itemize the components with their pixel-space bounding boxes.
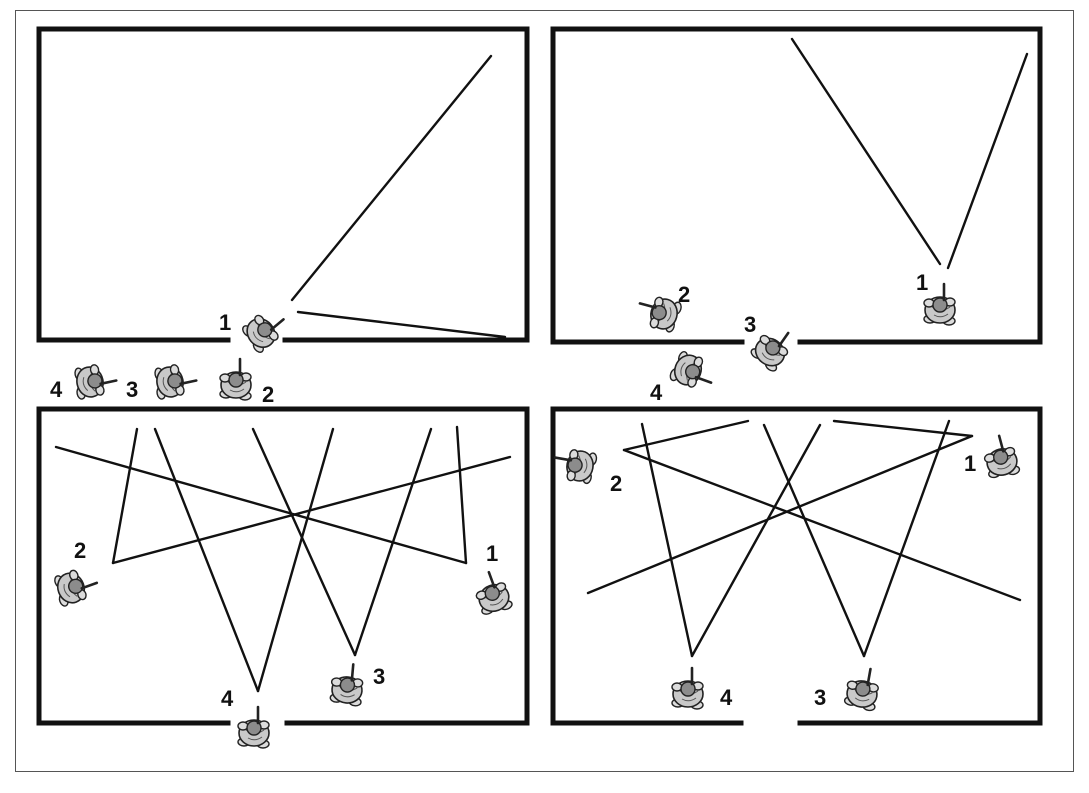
soldier-icon <box>670 666 705 711</box>
sector-of-fire-line <box>251 427 357 657</box>
sector-of-fire-line <box>622 448 1022 602</box>
soldier-icon <box>70 359 120 402</box>
sector-of-fire-line <box>832 419 974 438</box>
room-wall <box>550 26 1043 345</box>
sector-of-fire-line <box>256 427 335 693</box>
sector-of-fire-line <box>353 427 433 657</box>
soldier-icon <box>50 562 102 609</box>
sector-of-fire-line <box>111 455 512 565</box>
soldier-number-label: 4 <box>50 377 63 402</box>
soldier-number-label: 3 <box>744 312 756 337</box>
soldier-number-label: 1 <box>916 270 928 295</box>
room-wall <box>36 406 530 726</box>
soldier-number-label: 4 <box>650 380 663 405</box>
sector-of-fire-line <box>290 54 493 302</box>
soldier-icon <box>468 567 515 619</box>
soldier-number-label: 1 <box>219 310 231 335</box>
soldier-icon <box>550 445 599 486</box>
soldier-number-label: 2 <box>610 471 622 496</box>
sector-of-fire-line <box>690 423 822 658</box>
soldier-icon <box>236 705 271 750</box>
soldier-number-label: 4 <box>221 686 234 711</box>
sector-of-fire-line <box>946 52 1029 270</box>
soldier-icon <box>150 359 200 402</box>
room-wall <box>550 406 1043 726</box>
soldier-number-label: 2 <box>678 282 690 307</box>
panel-top-left: 1 2 3 4 <box>36 26 530 407</box>
soldier-number-label: 1 <box>964 451 976 476</box>
soldier-icon <box>922 282 957 327</box>
soldier-number-label: 3 <box>126 377 138 402</box>
sector-of-fire-line <box>455 425 468 565</box>
soldier-number-label: 4 <box>720 685 733 710</box>
room-wall <box>36 26 530 343</box>
soldier-number-label: 3 <box>814 685 826 710</box>
sector-of-fire-line <box>586 434 974 595</box>
sector-of-fire-line <box>640 422 694 658</box>
sector-of-fire-line <box>622 419 750 452</box>
soldier-number-label: 3 <box>373 664 385 689</box>
sector-of-fire-line <box>296 310 507 339</box>
sector-of-fire-line <box>54 445 468 565</box>
panel-bottom-left: 1 2 3 4 <box>36 406 530 750</box>
soldier-number-label: 2 <box>262 382 274 407</box>
soldier-icon <box>978 431 1022 482</box>
sector-of-fire-line <box>111 427 139 565</box>
panel-top-right: 1 2 3 4 <box>550 26 1043 405</box>
figure-frame <box>15 10 1074 772</box>
sector-of-fire-line <box>790 37 942 266</box>
soldier-icon <box>328 661 366 708</box>
soldier-number-label: 1 <box>486 541 498 566</box>
panel-bottom-right: 1 2 3 4 <box>550 406 1043 726</box>
soldier-icon <box>842 664 883 713</box>
soldier-number-label: 2 <box>74 538 86 563</box>
sector-of-fire-line <box>153 427 260 693</box>
soldier-icon <box>237 302 292 356</box>
sector-of-fire-line <box>862 419 951 658</box>
soldier-icon <box>633 291 684 335</box>
soldier-icon <box>218 357 253 402</box>
sector-of-fire-line <box>762 423 866 658</box>
soldier-icon <box>667 348 720 395</box>
